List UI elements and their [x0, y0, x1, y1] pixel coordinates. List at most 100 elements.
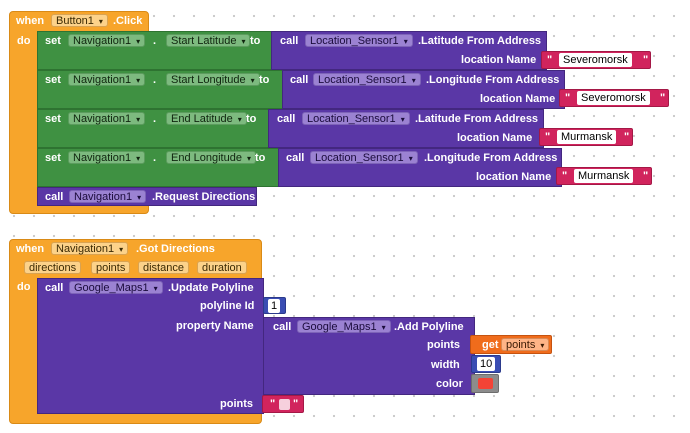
component-dropdown-navigation1[interactable]: Navigation1▾	[68, 73, 146, 86]
to-keyword: to	[255, 152, 266, 164]
color-swatch[interactable]	[478, 378, 493, 389]
call-keyword: call	[286, 152, 305, 164]
location-name-label: location Name	[461, 54, 537, 66]
chevron-down-icon: ▾	[250, 76, 255, 85]
method-name: .Longitude From Address	[424, 152, 558, 164]
empty-text-block[interactable]: " "	[262, 395, 304, 413]
update-polyline-call[interactable]: call Google_Maps1▾ .Update Polyline poly…	[37, 278, 264, 414]
component-dropdown-location-sensor1[interactable]: Location_Sensor1▾	[302, 112, 410, 125]
property-dropdown-start-longitude[interactable]: Start Longitude▾	[166, 73, 260, 86]
component-dropdown-location-sensor1[interactable]: Location_Sensor1▾	[310, 151, 418, 164]
property-dropdown-end-latitude[interactable]: End Latitude▾	[166, 112, 247, 125]
polyline-id-label: polyline Id	[200, 300, 255, 312]
width-label: width	[431, 359, 460, 371]
latitude-from-address-call-2[interactable]: call Location_Sensor1▾ .Latitude From Ad…	[268, 109, 544, 148]
quote-open: "	[270, 398, 276, 410]
set-end-longitude-block[interactable]: set Navigation1▾ . End Longitude▾ to	[37, 148, 280, 187]
method-name: .Update Polyline	[168, 282, 254, 294]
chevron-down-icon: ▾	[137, 193, 142, 202]
number-block-width[interactable]: 10	[471, 355, 501, 373]
quote-open: "	[562, 170, 568, 182]
dot-separator: .	[153, 113, 157, 125]
number-value[interactable]: 1	[268, 299, 281, 313]
chevron-down-icon: ▾	[540, 341, 545, 350]
quote-close: "	[624, 131, 630, 143]
chevron-down-icon: ▾	[98, 17, 103, 26]
chevron-down-icon: ▾	[246, 154, 251, 163]
set-keyword: set	[45, 152, 61, 164]
event-name: .Got Directions	[136, 243, 215, 255]
chevron-down-icon: ▾	[400, 115, 405, 124]
number-value[interactable]: 10	[477, 357, 496, 371]
property-name-label: property Name	[176, 320, 254, 332]
param-duration[interactable]: duration	[197, 261, 247, 274]
get-points-block[interactable]: get points▾	[470, 335, 552, 354]
request-directions-call[interactable]: call Navigation1▾ .Request Directions	[37, 187, 257, 206]
text-value[interactable]: Murmansk	[557, 130, 617, 144]
points-label: points	[427, 339, 460, 351]
set-keyword: set	[45, 113, 61, 125]
color-label: color	[436, 378, 463, 390]
component-dropdown-navigation1[interactable]: Navigation1▾	[68, 151, 146, 164]
component-dropdown-navigation1[interactable]: Navigation1▾	[69, 190, 147, 203]
chevron-down-icon: ▾	[136, 76, 141, 85]
text-block-severomorsk-1[interactable]: " Severomorsk "	[541, 51, 651, 69]
param-points[interactable]: points	[91, 261, 131, 274]
component-dropdown-button1[interactable]: Button1▾	[51, 14, 108, 27]
call-keyword: call	[45, 191, 64, 203]
component-dropdown-location-sensor1[interactable]: Location_Sensor1▾	[313, 73, 421, 86]
points-label: points	[220, 398, 253, 410]
property-dropdown-end-longitude[interactable]: End Longitude▾	[166, 151, 256, 164]
call-keyword: call	[280, 35, 299, 47]
when-keyword: when	[16, 243, 45, 255]
location-name-label: location Name	[457, 132, 533, 144]
set-start-latitude-block[interactable]: set Navigation1▾ . Start Latitude▾ to	[37, 31, 273, 70]
chevron-down-icon: ▾	[136, 115, 141, 124]
text-value[interactable]: Severomorsk	[559, 53, 632, 67]
text-value[interactable]: Severomorsk	[577, 91, 650, 105]
variable-dropdown-points[interactable]: points▾	[501, 338, 550, 351]
quote-close: "	[643, 54, 649, 66]
chevron-down-icon: ▾	[241, 37, 246, 46]
chevron-down-icon: ▾	[408, 154, 413, 163]
chevron-down-icon: ▾	[381, 323, 386, 332]
location-name-label: location Name	[476, 171, 552, 183]
text-block-murmansk-1[interactable]: " Murmansk "	[539, 128, 633, 146]
call-keyword: call	[273, 321, 292, 333]
text-value[interactable]	[279, 399, 290, 410]
quote-open: "	[547, 54, 553, 66]
param-directions[interactable]: directions	[24, 261, 82, 274]
quote-close: "	[293, 398, 299, 410]
when-keyword: when	[16, 15, 45, 27]
longitude-from-address-call-1[interactable]: call Location_Sensor1▾ .Longitude From A…	[282, 70, 565, 109]
component-dropdown-google-maps1[interactable]: Google_Maps1▾	[297, 320, 391, 333]
quote-open: "	[545, 131, 551, 143]
set-keyword: set	[45, 35, 61, 47]
chevron-down-icon: ▾	[136, 154, 141, 163]
quote-close: "	[643, 170, 649, 182]
set-end-latitude-block[interactable]: set Navigation1▾ . End Latitude▾ to	[37, 109, 272, 148]
component-dropdown-location-sensor1[interactable]: Location_Sensor1▾	[305, 34, 413, 47]
component-dropdown-navigation1[interactable]: Navigation1▾	[68, 34, 146, 47]
text-block-severomorsk-2[interactable]: " Severomorsk "	[559, 89, 669, 107]
component-dropdown-navigation1[interactable]: Navigation1▾	[68, 112, 146, 125]
chevron-down-icon: ▾	[411, 76, 416, 85]
set-start-longitude-block[interactable]: set Navigation1▾ . Start Longitude▾ to	[37, 70, 283, 109]
call-keyword: call	[277, 113, 296, 125]
text-value[interactable]: Murmansk	[574, 169, 634, 183]
add-polyline-call[interactable]: call Google_Maps1▾ .Add Polyline points …	[263, 317, 475, 395]
number-block-polyline-id[interactable]: 1	[263, 297, 286, 314]
component-dropdown-navigation1[interactable]: Navigation1▾	[51, 242, 129, 255]
latitude-from-address-call-1[interactable]: call Location_Sensor1▾ .Latitude From Ad…	[271, 31, 547, 70]
method-name: .Add Polyline	[394, 321, 464, 333]
longitude-from-address-call-2[interactable]: call Location_Sensor1▾ .Longitude From A…	[278, 148, 562, 187]
do-keyword: do	[17, 281, 31, 293]
component-dropdown-google-maps1[interactable]: Google_Maps1▾	[69, 281, 163, 294]
color-block-red[interactable]	[471, 374, 499, 393]
to-keyword: to	[259, 74, 270, 86]
get-keyword: get	[482, 339, 499, 351]
text-block-murmansk-2[interactable]: " Murmansk "	[556, 167, 652, 185]
param-distance[interactable]: distance	[138, 261, 189, 274]
method-name: .Longitude From Address	[426, 74, 560, 86]
property-dropdown-start-latitude[interactable]: Start Latitude▾	[166, 34, 251, 47]
